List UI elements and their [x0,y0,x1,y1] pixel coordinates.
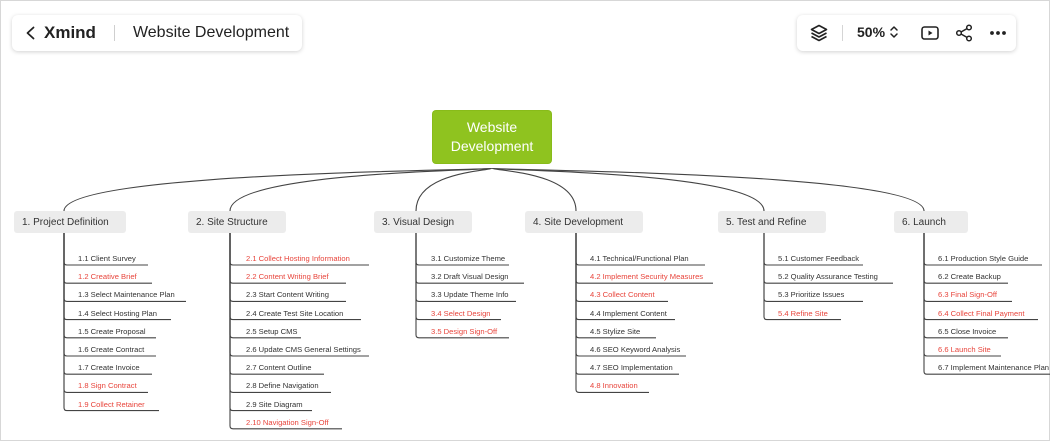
sub-topic[interactable]: 4.3 Collect Content [590,290,655,300]
sub-topic[interactable]: 1.4 Select Hosting Plan [78,308,157,318]
sub-topic[interactable]: 1.9 Collect Retainer [78,399,145,409]
main-topic[interactable]: 4. Site Development [525,211,643,233]
zoom-control[interactable]: 50% [857,24,899,40]
sub-topic[interactable]: 4.5 Stylize Site [590,326,641,336]
sub-topic[interactable]: 6.6 Launch Site [938,345,991,354]
sub-topic[interactable]: 1.1 Client Survey [78,254,136,263]
sub-topic[interactable]: 5.4 Refine Site [778,308,828,318]
zoom-stepper-icon [890,26,898,38]
branch-connector [491,167,577,212]
sub-topic-connector [575,233,649,393]
branch-connector [63,167,493,212]
sub-topic-connector [923,233,1050,375]
document-title[interactable]: Website Development [132,24,290,41]
branch-connector [491,167,765,212]
sub-topic[interactable]: 2.1 Collect Hosting Information [246,254,350,263]
sub-topic[interactable]: 2.7 Content Outline [246,363,312,373]
main-topic[interactable]: 1. Project Definition [14,211,126,233]
back-icon [26,26,35,40]
sub-topic[interactable]: 4.4 Implement Content [590,308,667,318]
sub-topic[interactable]: 6.7 Implement Maintenance Plan [938,363,1050,373]
toolbar-separator [842,25,843,41]
main-topic[interactable]: 2. Site Structure [188,211,286,233]
sub-topic[interactable]: 3.2 Draft Visual Design [431,272,509,282]
sub-topic[interactable]: 3.3 Update Theme Info [431,290,509,300]
sub-topic[interactable]: 2.8 Define Navigation [246,381,319,391]
branch-connector [415,167,493,212]
central-topic[interactable]: Website Development [433,111,551,163]
sub-topic-connector [63,233,159,412]
sub-topic-connector [923,233,1008,339]
sub-topic-connector [575,233,656,339]
sub-topic[interactable]: 3.5 Design Sign-Off [431,326,498,336]
sub-topic[interactable]: 4.6 SEO Keyword Analysis [590,345,681,354]
main-topic[interactable]: 6. Launch [894,211,968,233]
share-icon [955,24,973,42]
sub-topic[interactable]: 1.8 Sign Contract [78,381,137,391]
sub-topic[interactable]: 6.1 Production Style Guide [938,254,1029,263]
sub-topic[interactable]: 6.3 Final Sign-Off [938,290,997,300]
play-icon [921,26,939,40]
view-toolbar: 50% [797,15,1016,51]
branch-connector [229,167,493,212]
sub-topic[interactable]: 4.8 Innovation [590,381,638,391]
sub-topic-connector [763,233,841,321]
sub-topic[interactable]: 1.2 Creative Brief [78,272,137,282]
present-button[interactable] [920,23,940,43]
layers-button[interactable] [809,23,829,43]
sub-topic[interactable]: 2.2 Content Writing Brief [246,272,329,282]
sub-topic[interactable]: 2.6 Update CMS General Settings [246,345,361,354]
sub-topic[interactable]: 5.3 Prioritize Issues [778,290,845,300]
sub-topic[interactable]: 6.2 Create Backup [938,272,1001,282]
sub-topic[interactable]: 1.7 Create Invoice [78,363,140,373]
sub-topic-connector [415,233,509,339]
central-topic-label: Website Development [450,119,534,154]
sub-topic[interactable]: 2.3 Start Content Writing [246,290,330,300]
branch-connector [491,167,925,212]
sub-topic-connector [229,233,342,430]
sub-topic[interactable]: 3.4 Select Design [431,308,491,318]
sub-topic[interactable]: 5.2 Quality Assurance Testing [778,272,878,282]
sub-topic[interactable]: 6.5 Close Invoice [938,326,997,336]
share-button[interactable] [954,23,974,43]
sub-topic[interactable]: 2.10 Navigation Sign-Off [246,417,329,427]
sub-topic[interactable]: 3.1 Customize Theme [431,254,506,263]
main-topic[interactable]: 5. Test and Refine [718,211,826,233]
title-divider [113,25,115,41]
sub-topic-connector [229,233,301,339]
zoom-level: 50% [857,24,886,40]
sub-topic[interactable]: 4.2 Implement Security Measures [590,272,704,282]
sub-topic[interactable]: 6.4 Collect Final Payment [938,308,1025,318]
sub-topic[interactable]: 4.7 SEO Implementation [590,363,673,373]
layers-icon [810,24,828,42]
sub-topic[interactable]: 4.1 Technical/Functional Plan [590,254,689,263]
title-bar: Xmind Website Development [12,15,302,51]
sub-topic[interactable]: 2.5 Setup CMS [246,326,298,336]
sub-topic-connector [63,233,156,339]
sub-topic[interactable]: 1.3 Select Maintenance Plan [78,290,175,300]
sub-topic[interactable]: 5.1 Customer Feedback [778,254,860,263]
more-button[interactable] [988,23,1008,43]
sub-topic[interactable]: 2.4 Create Test Site Location [246,308,344,318]
sub-topic[interactable]: 1.5 Create Proposal [78,326,146,336]
more-icon [990,31,1006,35]
sub-topic[interactable]: 1.6 Create Contract [78,345,145,354]
sub-topic[interactable]: 2.9 Site Diagram [246,399,303,409]
brand-name: Xmind [44,23,96,42]
main-topic[interactable]: 3. Visual Design [374,211,472,233]
back-button[interactable]: Xmind [12,23,96,43]
